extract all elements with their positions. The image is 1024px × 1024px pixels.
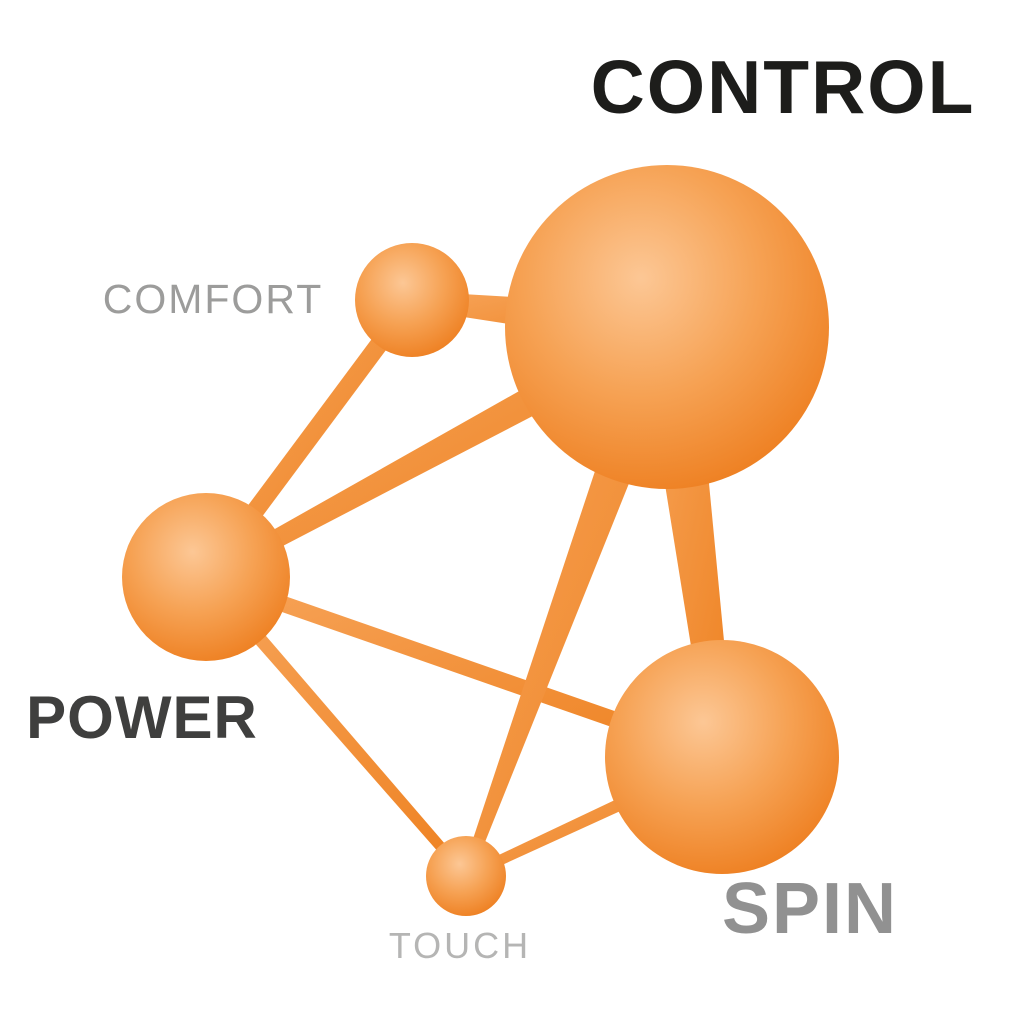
node-comfort-sphere <box>355 243 469 357</box>
edge-power-touch <box>200 572 470 880</box>
label-power: POWER <box>26 684 258 751</box>
labels-layer: CONTROL COMFORT POWER SPIN TOUCH <box>26 45 976 966</box>
node-spin-sphere <box>605 640 839 874</box>
nodes-layer <box>122 165 839 916</box>
label-control: CONTROL <box>591 45 976 129</box>
label-spin: SPIN <box>722 869 898 949</box>
label-comfort: COMFORT <box>103 276 324 322</box>
node-touch-sphere <box>426 836 506 916</box>
node-control-sphere <box>505 165 829 489</box>
node-power-sphere <box>122 493 290 661</box>
label-touch: TOUCH <box>389 925 531 966</box>
edge-power-spin <box>203 569 725 765</box>
